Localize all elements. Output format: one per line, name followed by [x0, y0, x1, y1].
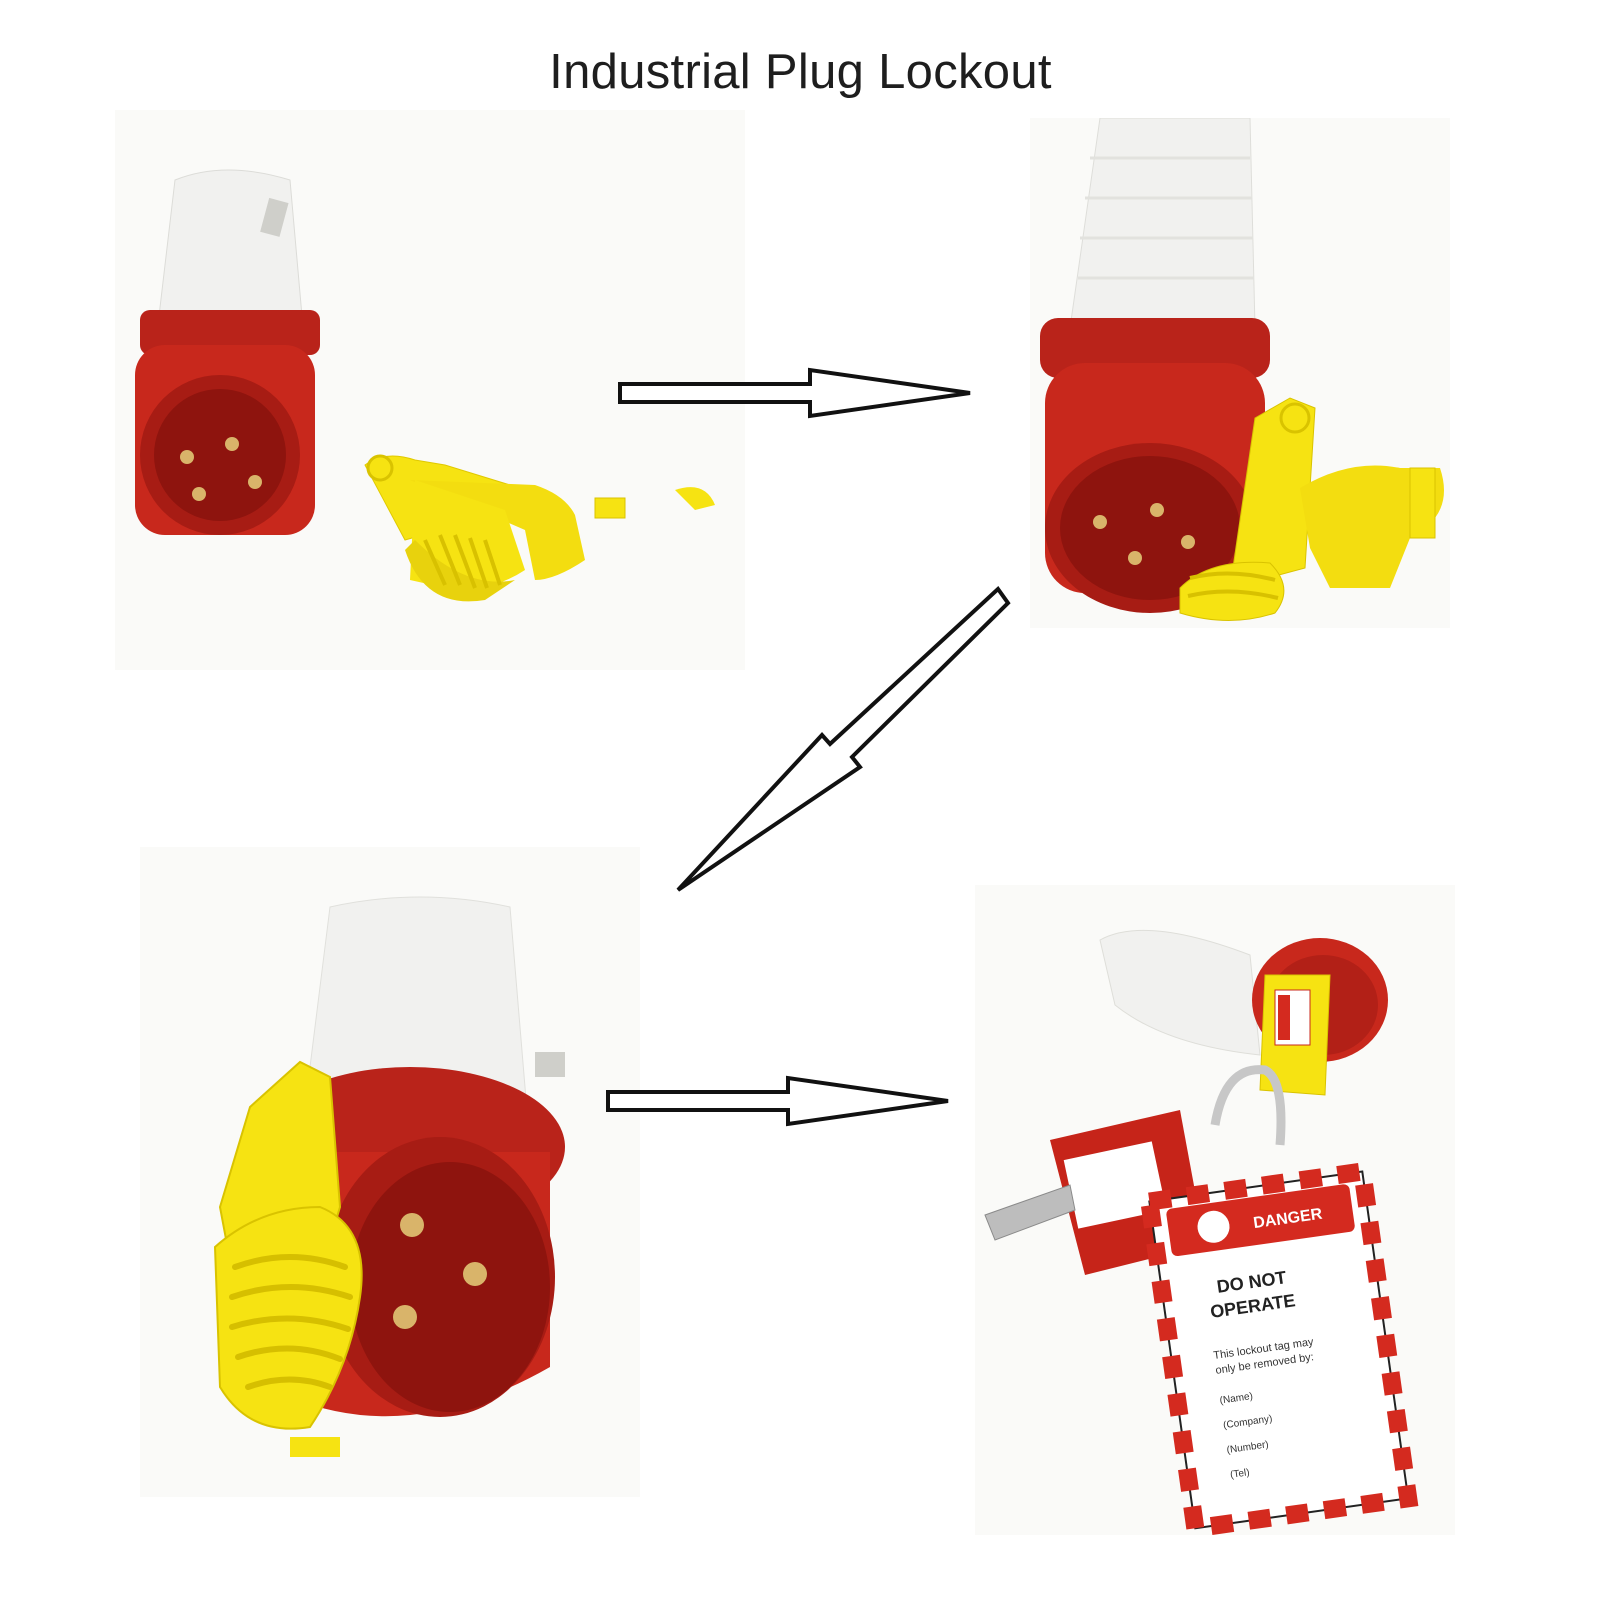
- tag-field-4: (Tel): [1230, 1467, 1251, 1481]
- photo-step-3: [140, 847, 640, 1497]
- arrow-step-3-to-4: [606, 1075, 949, 1127]
- plug-lockout-closed-illustration: [213, 896, 565, 1457]
- arrow-step-2-to-3: [676, 585, 1011, 892]
- page-title: Industrial Plug Lockout: [549, 45, 1052, 99]
- photo-step-2: [1030, 118, 1450, 628]
- plug-locked-tagged-illustration: DANGER DO NOT OPERATE This lockout tag m…: [984, 929, 1419, 1535]
- photo-step-4: DANGER DO NOT OPERATE This lockout tag m…: [975, 885, 1455, 1535]
- tag-field-1: (Name): [1219, 1391, 1254, 1407]
- plug-fitted-open-illustration: [1040, 118, 1444, 621]
- plug-separate-illustration: [135, 169, 715, 602]
- arrow-step-1-to-2: [618, 367, 971, 419]
